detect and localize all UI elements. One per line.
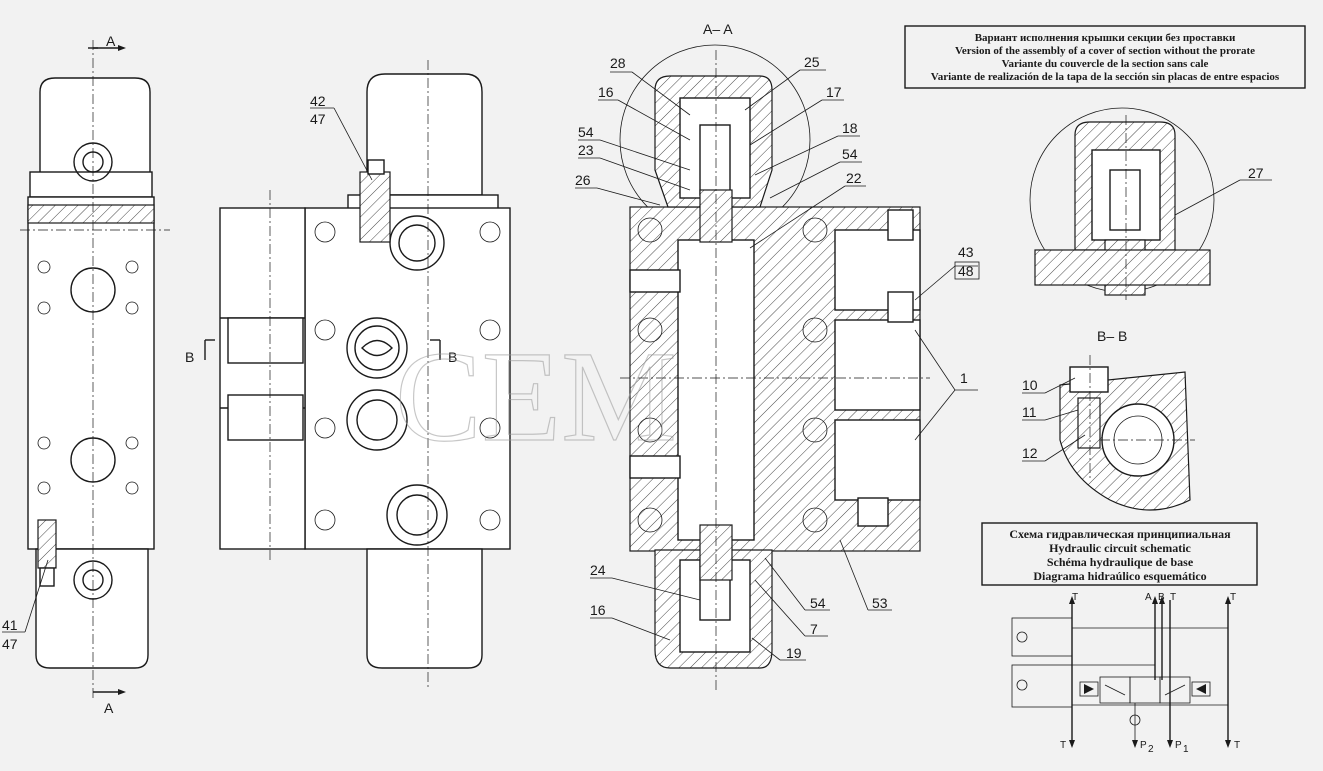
callout-54-left: 54: [578, 124, 594, 140]
callout-16-bottom: 16: [590, 602, 606, 618]
callout-7: 7: [810, 621, 818, 637]
schematic-title-line3: Schéma hydraulique de base: [1047, 555, 1194, 569]
aa-leaders: [575, 69, 978, 661]
port-p2: P: [1140, 740, 1147, 751]
callout-41: 41: [2, 617, 18, 633]
callout-11: 11: [1022, 404, 1037, 420]
callout-25: 25: [804, 54, 820, 70]
callout-48: 48: [958, 263, 974, 279]
schematic-title-box: [981, 522, 1258, 586]
port-b: B: [1158, 592, 1165, 603]
port-p1-sub: 1: [1183, 744, 1189, 755]
watermark-logo: CEM: [395, 325, 677, 469]
callout-24: 24: [590, 562, 606, 578]
callout-18: 18: [842, 120, 858, 136]
callout-28: 28: [610, 55, 626, 71]
section-bb: [1022, 355, 1195, 511]
schematic-title-line2: Hydraulic circuit schematic: [1049, 541, 1191, 555]
port-t-top-right: T: [1230, 592, 1236, 603]
callout-42-47: [310, 107, 373, 181]
callout-53: 53: [872, 595, 888, 611]
callout-54-right: 54: [842, 146, 858, 162]
callout-19: 19: [786, 645, 802, 661]
variant-note-line1: Вариант исполнения крышки секции без про…: [975, 32, 1236, 44]
port-t-bottom-left: T: [1060, 740, 1066, 751]
section-title-bb: B– B: [1097, 328, 1127, 344]
section-mark-b-left: B: [185, 349, 194, 365]
schematic-title-line1: Схема гидравлическая принципиальная: [1009, 527, 1231, 541]
callout-1: 1: [960, 370, 968, 386]
port-t-bottom-right: T: [1234, 740, 1240, 751]
callout-26: 26: [575, 172, 591, 188]
variant-note-line2: Version of the assembly of a cover of se…: [955, 45, 1255, 57]
callout-47-top: 47: [310, 111, 326, 127]
front-view: [204, 60, 511, 690]
variant-note-line4: Variante de realización de la tapa de la…: [931, 71, 1280, 83]
port-t-top-mid: T: [1170, 592, 1176, 603]
callout-54-bottom: 54: [810, 595, 826, 611]
callout-41-47: [2, 559, 49, 633]
callout-22: 22: [846, 170, 862, 186]
hydraulic-schematic: [1011, 596, 1231, 748]
callout-47-left: 47: [2, 636, 18, 652]
port-t-top-left: T: [1072, 592, 1078, 603]
callout-16-top: 16: [598, 84, 614, 100]
section-mark-a-top: A: [106, 33, 116, 49]
callout-12: 12: [1022, 445, 1038, 461]
detail-variant-view: [1029, 107, 1272, 300]
callout-43: 43: [958, 244, 974, 260]
side-view: [20, 40, 170, 700]
section-title-aa: A– A: [703, 21, 733, 37]
callout-27: 27: [1248, 165, 1264, 181]
callout-42: 42: [310, 93, 326, 109]
variant-note-line3: Variante du couvercle de la section sans…: [1002, 58, 1209, 70]
callout-23: 23: [578, 142, 594, 158]
callout-17: 17: [826, 84, 842, 100]
schematic-title-line4: Diagrama hidraúlico esquemático: [1033, 569, 1206, 583]
section-aa: [619, 44, 930, 690]
port-a: A: [1145, 592, 1152, 603]
section-mark-b-right: B: [448, 349, 457, 365]
callout-10: 10: [1022, 377, 1038, 393]
section-mark-a-bottom: A: [104, 700, 114, 716]
port-p2-sub: 2: [1148, 744, 1154, 755]
callout-48-box: [954, 261, 980, 280]
port-p1: P: [1175, 740, 1182, 751]
variant-note-box: [904, 25, 1306, 89]
